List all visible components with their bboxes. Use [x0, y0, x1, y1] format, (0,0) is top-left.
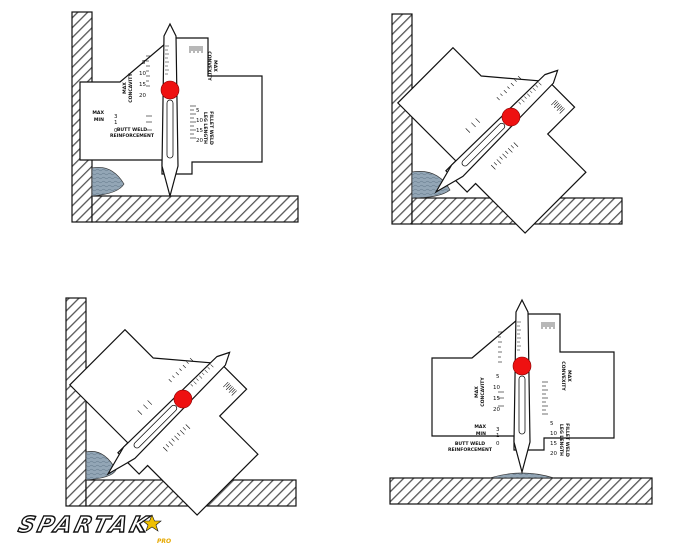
vertical-wall [65, 297, 87, 507]
label-fillet-weld: FILLET WELD [564, 423, 570, 457]
num-3: 3 [496, 427, 500, 433]
panel-bottom-left [43, 288, 297, 540]
label-butt-weld: BUTT WELD [117, 127, 147, 133]
spartak-logo: SPARTAK PRO [12, 512, 178, 545]
label-min: MIN [476, 431, 486, 437]
num-conc-10: 10 [493, 385, 500, 391]
vertical-wall [391, 13, 413, 225]
num-conc-15: 15 [139, 82, 146, 88]
label-max-concavity: MAX [122, 82, 128, 94]
num-0: 0 [114, 128, 118, 134]
panel-bottom-right: MAX MIN BUTT WELD REINFORCEMENT 3 1 0 MA… [389, 299, 653, 505]
panel-top-right [371, 6, 624, 258]
num-leg-15: 15 [196, 128, 203, 134]
num-leg-10: 10 [550, 431, 557, 437]
num-conc-5: 5 [496, 374, 500, 380]
num-conc-10: 10 [139, 71, 146, 77]
weld-bead [489, 472, 555, 479]
num-1: 1 [114, 120, 118, 126]
label-concavity: CONCAVITY [480, 377, 486, 407]
logo-brand-text: SPARTAK [16, 512, 154, 538]
num-3: 3 [114, 114, 118, 120]
num-leg-5: 5 [550, 421, 554, 427]
horizontal-plate [91, 195, 299, 223]
label-max-concavity: MAX [474, 386, 480, 398]
num-leg-20: 20 [196, 138, 203, 144]
num-conc-20: 20 [493, 407, 500, 413]
label-leg-length: LEG LENGTH [202, 112, 208, 144]
num-leg-10: 10 [196, 118, 203, 124]
horizontal-plate [389, 477, 653, 505]
weld-bead [91, 167, 125, 197]
label-max-convexity: MAX [566, 370, 572, 382]
num-0: 0 [496, 441, 500, 447]
logo-star-icon [142, 514, 162, 532]
weld-bead [411, 171, 451, 199]
panel-top-left: MAX MIN BUTT WELD REINFORCEMENT 3 1 0 MA… [71, 11, 299, 223]
num-leg-5: 5 [196, 108, 200, 114]
label-max-convexity: MAX [212, 60, 218, 72]
weld-bead [85, 451, 117, 481]
label-max: MAX [92, 110, 104, 116]
label-fillet-weld: FILLET WELD [208, 111, 214, 145]
label-min: MIN [94, 117, 104, 123]
num-leg-20: 20 [550, 451, 557, 457]
label-convexity: CONVEXITY [206, 51, 212, 81]
label-concavity: CONCAVITY [128, 73, 134, 103]
num-conc-5: 5 [142, 60, 146, 66]
label-reinforcement: REINFORCEMENT [448, 447, 493, 453]
num-1: 1 [496, 433, 500, 439]
label-reinforcement: REINFORCEMENT [110, 133, 155, 139]
label-convexity: CONVEXITY [560, 361, 566, 391]
label-max: MAX [474, 424, 486, 430]
num-conc-15: 15 [493, 396, 500, 402]
num-conc-20: 20 [139, 93, 146, 99]
label-leg-length: LEG LENGTH [558, 424, 564, 456]
label-butt-weld: BUTT WELD [455, 441, 485, 447]
num-leg-15: 15 [550, 441, 557, 447]
logo-sub-text: PRO [157, 538, 171, 545]
